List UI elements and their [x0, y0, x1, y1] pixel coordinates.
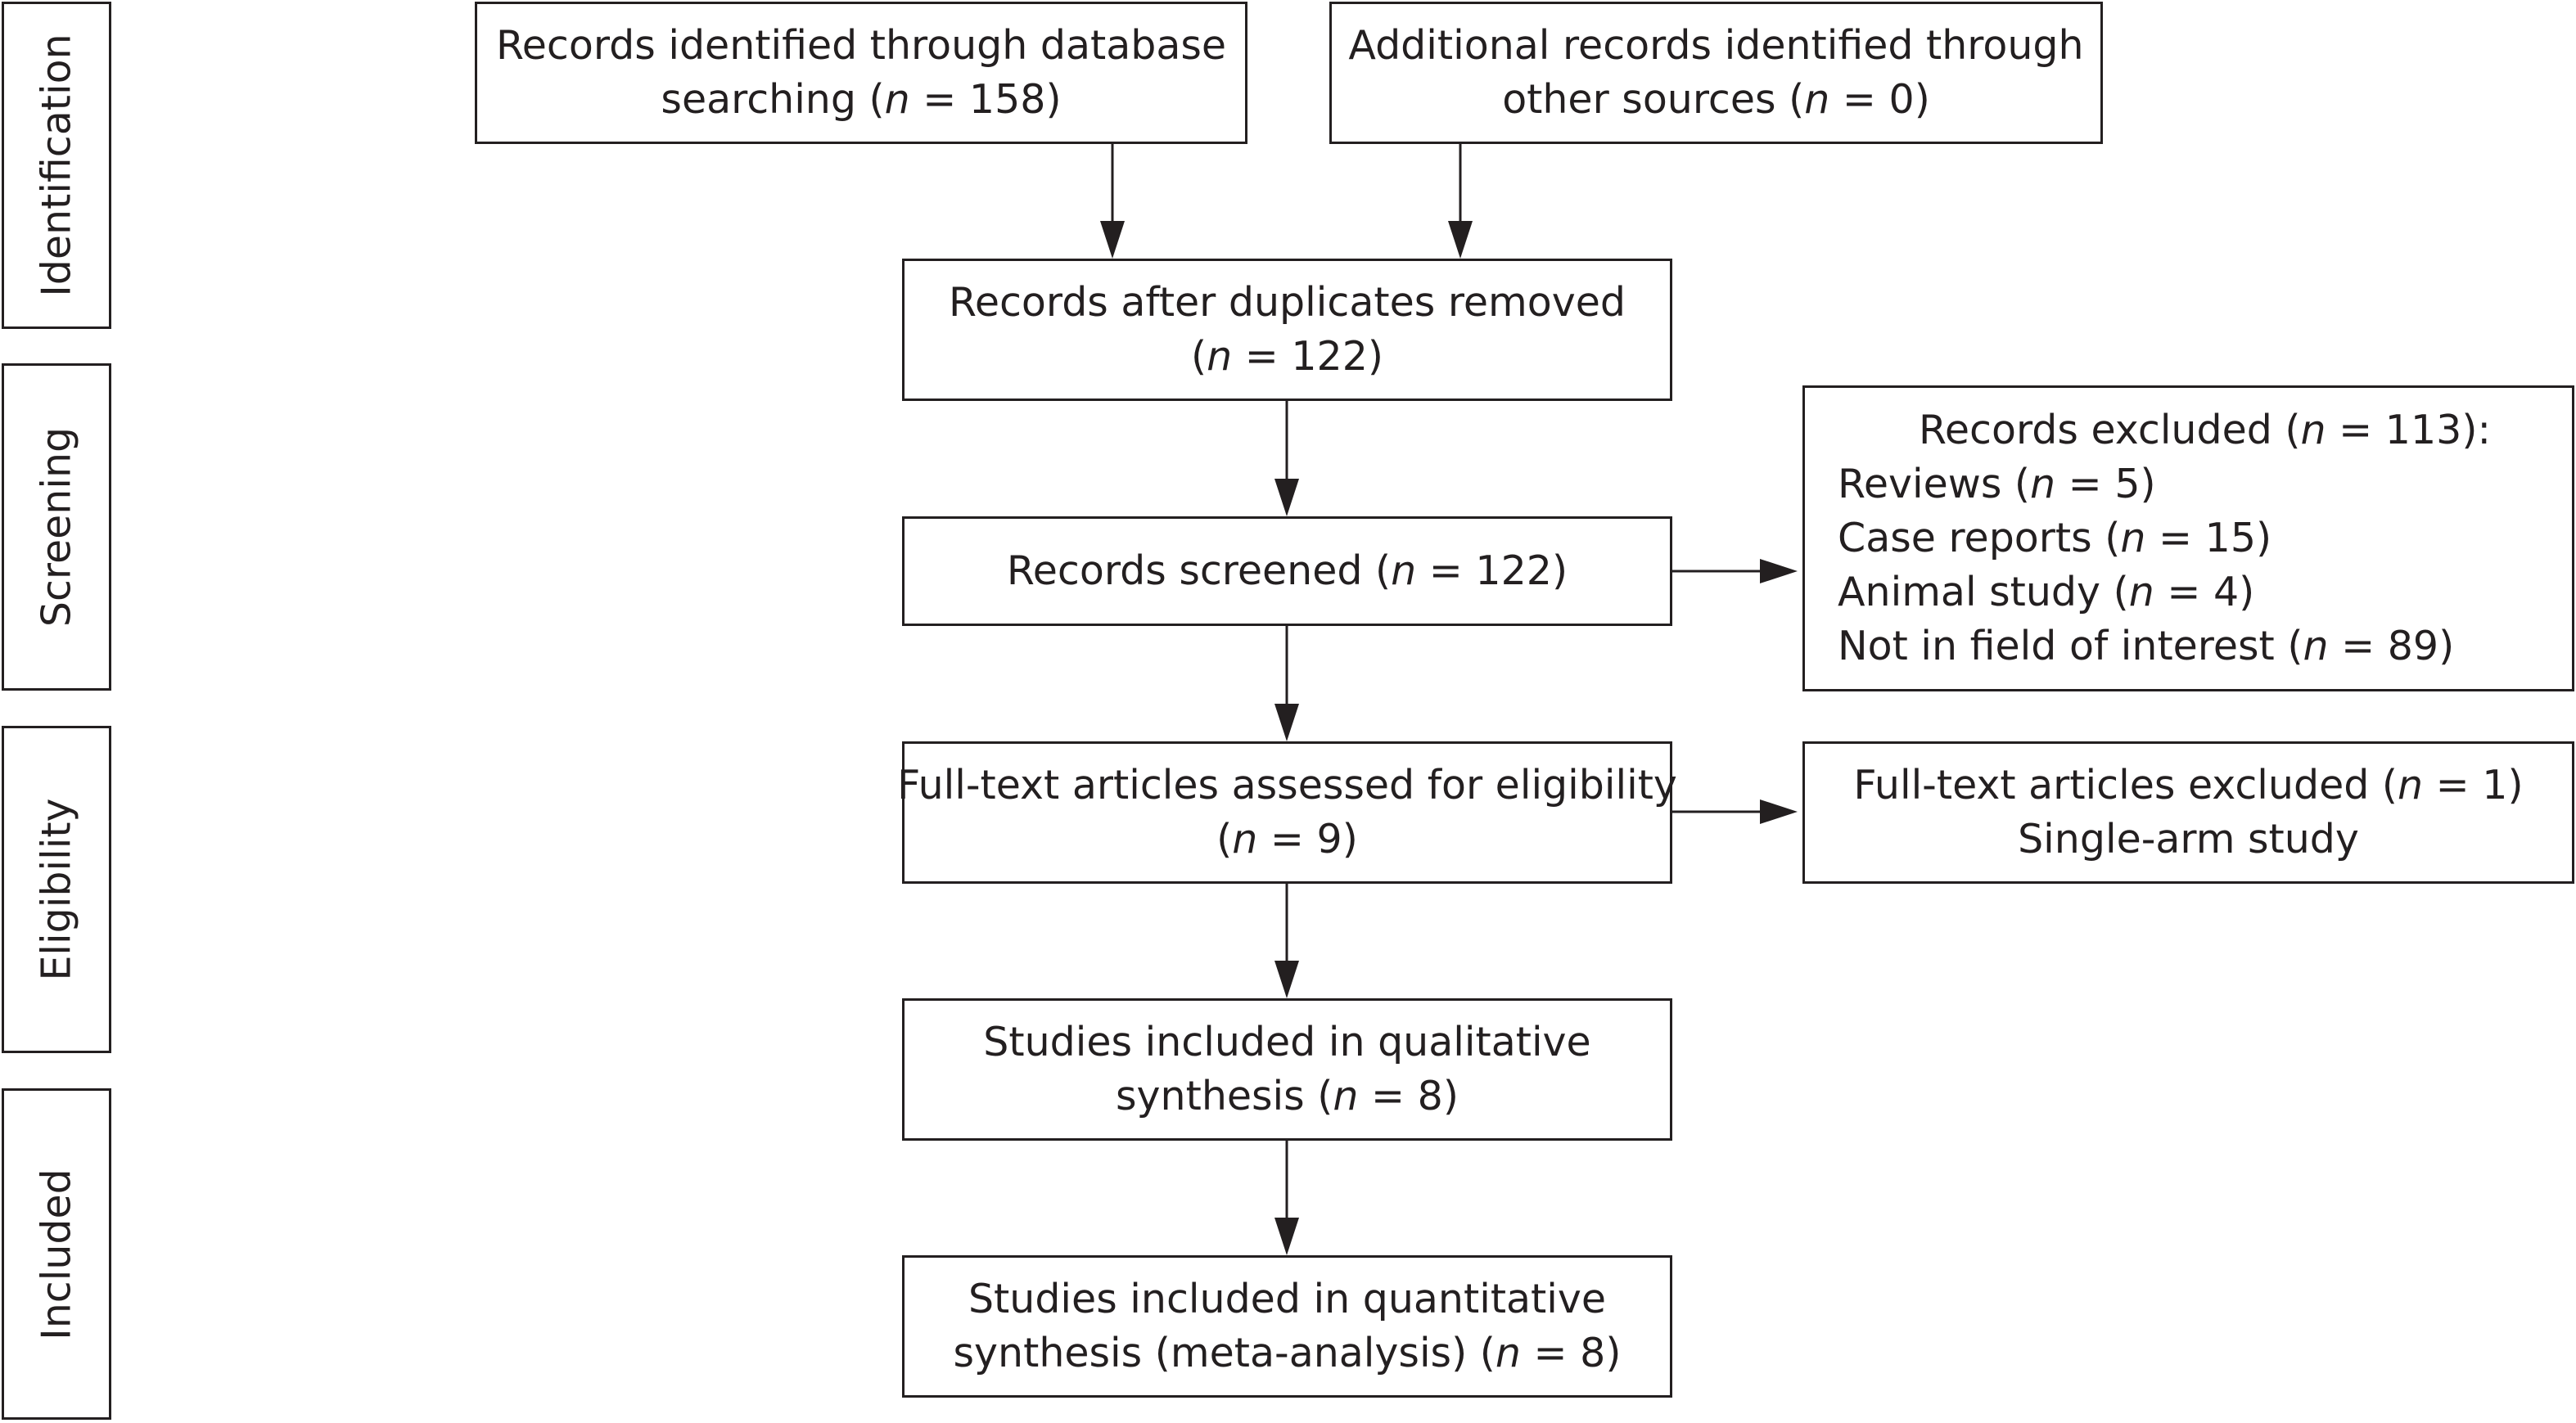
- excluded-item-case-reports: Case reports (n = 15): [1838, 515, 2272, 561]
- database-line1: Records identified through database: [495, 22, 1227, 69]
- database-line2: searching (n = 158): [661, 76, 1062, 123]
- box-records-screened: Records screened (n = 122): [902, 516, 1672, 626]
- quantitative-line2: synthesis (meta-analysis) (n = 8): [953, 1330, 1622, 1376]
- duplicates-line1: Records after duplicates removed: [949, 279, 1626, 326]
- phase-identification: Identification: [2, 2, 111, 329]
- box-qualitative-synthesis: Studies included in qualitative synthesi…: [902, 998, 1672, 1141]
- screened-line1: Records screened (n = 122): [1006, 547, 1568, 594]
- phase-screening: Screening: [2, 363, 111, 691]
- full-text-excluded-line1: Full-text articles excluded (n = 1): [1853, 762, 2524, 808]
- excluded-item-animal-study: Animal study (n = 4): [1838, 569, 2255, 615]
- arrowhead-qualitative-to-quantitative: [1274, 1218, 1299, 1255]
- box-quantitative-synthesis: Studies included in quantitative synthes…: [902, 1255, 1672, 1398]
- arrowhead-database-to-duplicates: [1100, 221, 1125, 259]
- other-sources-line2: other sources (n = 0): [1502, 76, 1930, 123]
- arrowhead-screened-to-excluded: [1760, 559, 1798, 583]
- qualitative-line2: synthesis (n = 8): [1116, 1073, 1459, 1119]
- box-other-sources: Additional records identified through ot…: [1329, 2, 2103, 144]
- box-records-excluded: Records excluded (n = 113): Reviews (n =…: [1802, 385, 2574, 691]
- arrowhead-other-to-duplicates: [1448, 221, 1473, 259]
- box-full-text-assessed: Full-text articles assessed for eligibil…: [897, 741, 1677, 884]
- phase-eligibility: Eligibility: [2, 726, 111, 1053]
- arrowhead-duplicates-to-screened: [1274, 479, 1299, 516]
- arrowhead-screened-to-fulltext: [1274, 704, 1299, 741]
- box-duplicates-removed: Records after duplicates removed (n = 12…: [902, 259, 1672, 401]
- box-database-records: Records identified through database sear…: [475, 2, 1247, 144]
- phase-included: Included: [2, 1088, 111, 1420]
- excluded-title: Records excluded (n = 113):: [1919, 407, 2491, 453]
- full-text-line1: Full-text articles assessed for eligibil…: [897, 762, 1677, 808]
- qualitative-line1: Studies included in qualitative: [983, 1019, 1591, 1065]
- full-text-line2: (n = 9): [1216, 816, 1358, 862]
- box-full-text-excluded: Full-text articles excluded (n = 1) Sing…: [1802, 741, 2574, 884]
- excluded-item-not-in-field: Not in field of interest (n = 89): [1838, 623, 2455, 669]
- arrowhead-fulltext-to-qualitative: [1274, 961, 1299, 998]
- full-text-excluded-line2: Single-arm study: [2018, 816, 2359, 862]
- duplicates-line2: (n = 122): [1190, 333, 1384, 380]
- quantitative-line1: Studies included in quantitative: [968, 1276, 1607, 1322]
- other-sources-line1: Additional records identified through: [1348, 22, 2084, 69]
- arrowhead-fulltext-to-excluded: [1760, 799, 1798, 824]
- excluded-item-reviews: Reviews (n = 5): [1838, 461, 2156, 507]
